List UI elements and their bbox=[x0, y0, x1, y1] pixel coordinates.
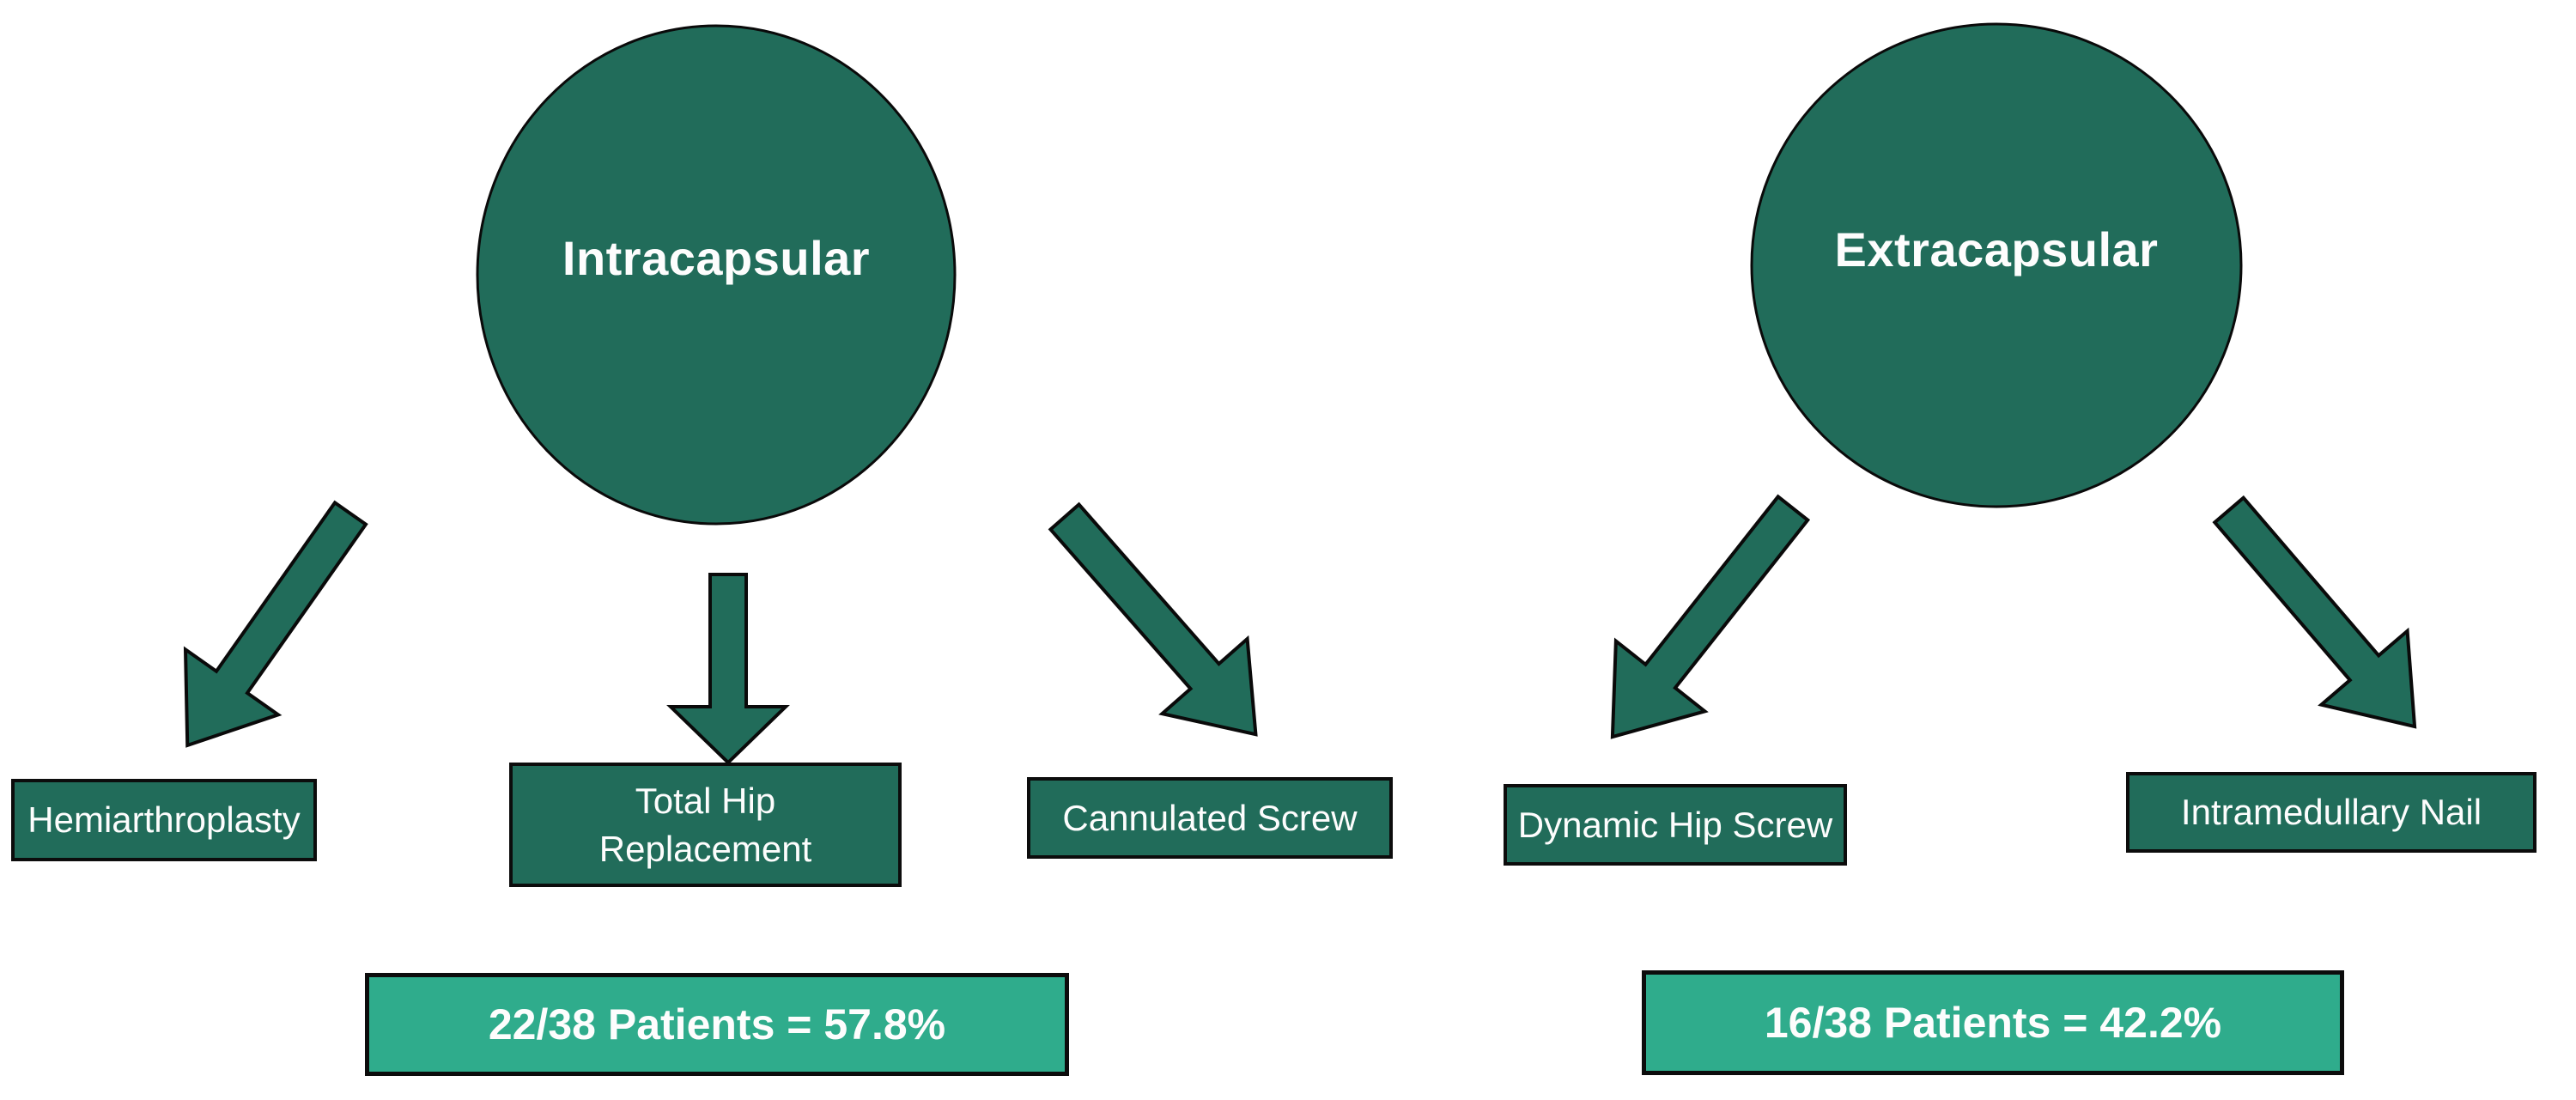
intramedullary-nail-label: Intramedullary Nail bbox=[2180, 792, 2482, 832]
arrow-intracapsular-to-hemiarthroplasty-icon bbox=[183, 500, 368, 748]
intracapsular-label: Intracapsular bbox=[562, 230, 871, 285]
dynamic-hip-screw-box: Dynamic Hip Screw bbox=[1504, 784, 1847, 866]
extracapsular-stat-box: 16/38 Patients = 42.2% bbox=[1642, 970, 2344, 1075]
cannulated-screw-box: Cannulated Screw bbox=[1027, 777, 1393, 859]
extracapsular-stat-label: 16/38 Patients = 42.2% bbox=[1764, 999, 2222, 1047]
intracapsular-stat-box: 22/38 Patients = 57.8% bbox=[365, 973, 1069, 1076]
arrow-intracapsular-to-cannulated-screw-icon bbox=[1048, 501, 1258, 737]
intramedullary-nail-box: Intramedullary Nail bbox=[2126, 772, 2537, 853]
extracapsular-label: Extracapsular bbox=[1834, 222, 2159, 277]
cannulated-screw-label: Cannulated Screw bbox=[1062, 797, 1358, 838]
arrow-intracapsular-to-total-hip-replacement-icon bbox=[666, 573, 790, 765]
hemiarthroplasty-label: Hemiarthroplasty bbox=[27, 799, 301, 840]
arrow-extracapsular-to-dynamic-hip-screw-icon bbox=[1610, 494, 1811, 739]
arrow-extracapsular-to-intramedullary-nail-icon bbox=[2212, 495, 2417, 729]
intracapsular-stat-label: 22/38 Patients = 57.8% bbox=[488, 1000, 946, 1048]
intracapsular-circle bbox=[476, 24, 957, 526]
hemiarthroplasty-box: Hemiarthroplasty bbox=[11, 779, 317, 861]
total-hip-replacement-box: Total Hip Replacement bbox=[509, 763, 902, 887]
total-hip-replacement-label: Total Hip Replacement bbox=[598, 781, 812, 869]
extracapsular-circle bbox=[1750, 22, 2243, 508]
dynamic-hip-screw-label: Dynamic Hip Screw bbox=[1517, 804, 1833, 845]
